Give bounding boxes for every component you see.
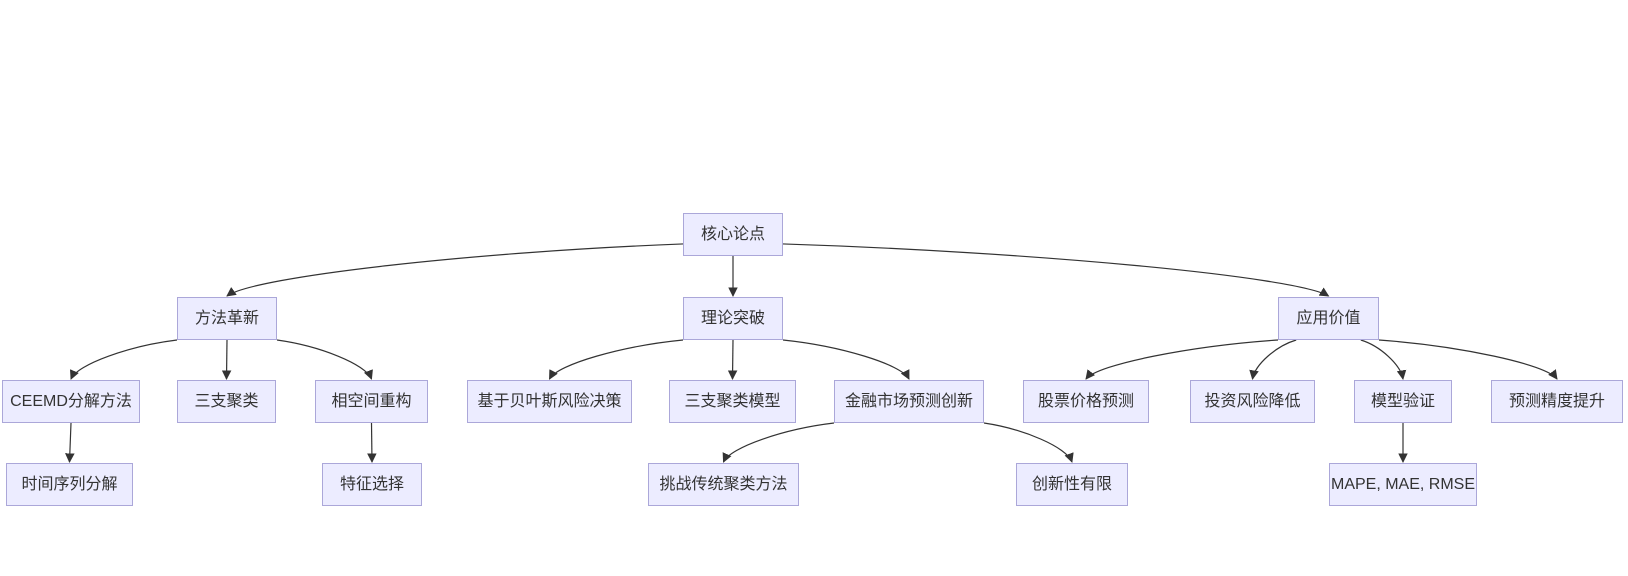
edge-ceemd-ts_decomp (65, 422, 75, 463)
edge-application-accuracy (1378, 339, 1558, 380)
edge-method-phase (276, 339, 373, 380)
node-metrics: MAPE, MAE, RMSE (1329, 463, 1477, 506)
edge-theory-bayes (548, 339, 684, 380)
node-feature: 特征选择 (322, 463, 422, 506)
edge-finance-limited (983, 422, 1074, 463)
edge-method-ceemd (70, 339, 178, 380)
node-phase: 相空间重构 (315, 380, 428, 423)
edge-finance-challenge (722, 422, 835, 463)
node-theory: 理论突破 (683, 297, 783, 340)
node-limited: 创新性有限 (1016, 463, 1128, 506)
node-twc_model: 三支聚类模型 (669, 380, 796, 423)
node-bayes: 基于贝叶斯风险决策 (467, 380, 632, 423)
node-core: 核心论点 (683, 213, 783, 256)
node-challenge: 挑战传统聚类方法 (648, 463, 799, 506)
edge-core-method (226, 243, 684, 297)
edge-application-stock (1085, 339, 1279, 380)
edge-application-validation (1360, 339, 1407, 380)
edge-theory-finance (782, 339, 910, 380)
node-ts_decomp: 时间序列分解 (6, 463, 133, 506)
edge-group (65, 243, 1558, 463)
node-finance: 金融市场预测创新 (834, 380, 984, 423)
node-risk: 投资风险降低 (1190, 380, 1315, 423)
node-application: 应用价值 (1278, 297, 1379, 340)
node-ceemd: CEEMD分解方法 (2, 380, 140, 423)
node-validation: 模型验证 (1354, 380, 1452, 423)
node-stock: 股票价格预测 (1023, 380, 1149, 423)
edge-phase-feature (367, 422, 377, 463)
edge-core-application (782, 243, 1330, 297)
edge-application-risk (1249, 339, 1297, 380)
node-method: 方法革新 (177, 297, 277, 340)
edge-theory-twc_model (727, 339, 738, 380)
node-accuracy: 预测精度提升 (1491, 380, 1623, 423)
node-threeway: 三支聚类 (177, 380, 276, 423)
edge-method-threeway (221, 339, 232, 380)
